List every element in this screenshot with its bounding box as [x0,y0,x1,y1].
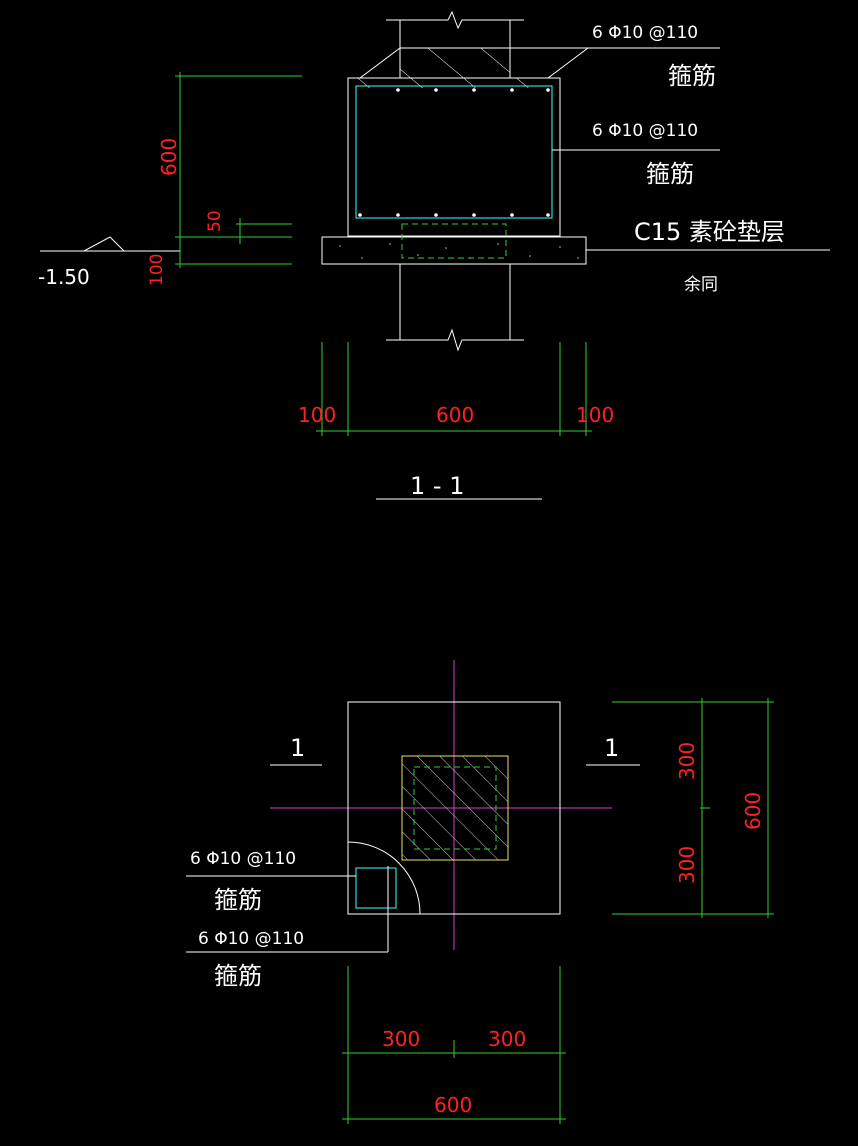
column-plan [401,755,509,861]
rebar-side-label: 箍筋 [646,160,694,188]
section-title: 1 - 1 [410,472,464,500]
dim-bottom-left: 300 [382,1027,420,1051]
rebar-b-spec: 6 Φ10 @110 [198,929,304,949]
bottom-dimensions [316,342,592,436]
dim-bottom-total: 600 [434,1093,472,1117]
rebar-side-spec: 6 Φ10 @110 [592,121,698,141]
dim-right: 100 [576,403,614,427]
dim-cushion: 100 [147,254,167,286]
plan-right-dimensions [612,698,774,918]
dim-height: 600 [157,138,181,176]
dim-left: 100 [298,403,336,427]
plan-bottom-dimensions [342,966,566,1124]
column-stirrup [413,766,497,850]
rebar-top-label: 箍筋 [668,62,716,90]
rebar-a-label: 箍筋 [214,886,262,914]
column-insert [401,223,507,259]
cut-mark-left: 1 [290,734,305,762]
elevation-label: -1.50 [38,265,90,289]
stirrup-section [355,85,553,219]
section-view: 6 Φ10 @110 箍筋 6 Φ10 @110 箍筋 C15 素砼垫层 余同 … [38,10,830,500]
dim-right-top: 300 [675,742,699,780]
cushion-speckle [339,243,579,259]
cushion-layer [321,236,587,265]
dim-right-bottom: 300 [675,846,699,884]
rebar-a-spec: 6 Φ10 @110 [190,849,296,869]
rebar-dots [358,88,550,217]
dim-width: 600 [436,403,474,427]
rebar-b-label: 箍筋 [214,962,262,990]
column-above [359,10,720,79]
cushion-label: C15 素砼垫层 [634,218,785,246]
dim-right-total: 600 [741,792,765,830]
footing-plan [347,701,561,915]
rebar-top-spec: 6 Φ10 @110 [592,23,698,43]
dim-bottom-right: 300 [488,1027,526,1051]
column-below [386,264,524,352]
cut-mark-right: 1 [604,734,619,762]
corner-detail [186,841,421,953]
rest-same-label: 余同 [684,275,718,295]
left-dimensions [40,72,302,268]
plan-view: 1 1 300 300 600 300 300 600 6 Φ10 @110 箍… [186,660,774,1124]
footing-body [347,77,561,237]
dim-cover: 50 [205,210,225,232]
